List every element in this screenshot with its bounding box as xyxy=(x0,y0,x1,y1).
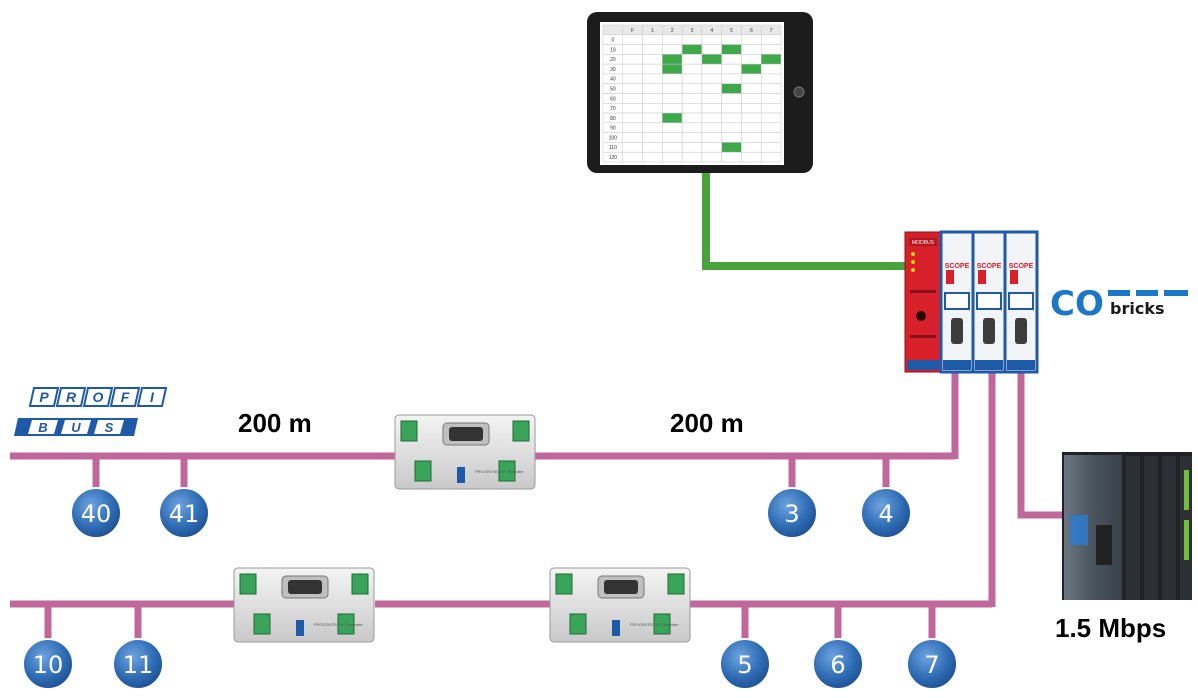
bottom-node: 10 xyxy=(22,638,74,690)
node-circle xyxy=(906,638,958,690)
table-header-cell: 1 xyxy=(651,28,654,34)
combricks-logo-bricks: bricks xyxy=(1110,299,1164,318)
combricks-rack: MODBUS SCOPE SCOPE SCOPE xyxy=(904,230,1039,374)
table-row-label: 30 xyxy=(610,67,616,73)
top-node: 41 xyxy=(158,487,210,539)
repeater-text: PROCENTEC BT Repeater xyxy=(314,622,363,627)
baudrate-label: 1.5 Mbps xyxy=(1055,613,1166,643)
table-row-label: 50 xyxy=(610,87,616,93)
table-row-label: 90 xyxy=(610,126,616,132)
profibus-logo-letter: U xyxy=(71,420,81,435)
table-row-label: 120 xyxy=(609,155,618,161)
profibus-logo-letter: R xyxy=(66,389,77,405)
ethernet-cable xyxy=(702,170,910,270)
combricks-logo: CO bricks xyxy=(1050,284,1188,324)
node-address: 40 xyxy=(81,500,112,528)
profibus-logo-letter: S xyxy=(105,420,114,435)
repeater-text: PROCENTEC BT Repeater xyxy=(475,469,524,474)
bottom-node: 6 xyxy=(812,638,864,690)
table-header-cell: 4 xyxy=(710,28,713,34)
repeater-text: PROCENTEC BT Repeater xyxy=(630,622,679,627)
table-row-label: 110 xyxy=(609,145,617,151)
node-circle xyxy=(766,487,818,539)
node-address: 11 xyxy=(123,651,154,679)
table-row-label: 10 xyxy=(610,47,616,53)
profibus-logo-letter: P xyxy=(39,389,49,405)
node-address: 6 xyxy=(830,651,845,679)
head-module: MODBUS xyxy=(904,231,942,373)
table-row-label: 80 xyxy=(610,116,616,122)
node-address: 10 xyxy=(33,651,64,679)
head-module-label: MODBUS xyxy=(912,240,935,246)
node-circle xyxy=(158,487,210,539)
table-header-cell: F xyxy=(631,28,634,34)
table-row-label: 40 xyxy=(610,77,616,83)
top-node: 4 xyxy=(860,487,912,539)
bottom-node: 5 xyxy=(719,638,771,690)
table-header-cell: 2 xyxy=(671,28,674,34)
node-address: 3 xyxy=(784,500,799,528)
profibus-logo-letter: B xyxy=(38,420,47,435)
plc xyxy=(1062,452,1192,600)
node-address: 41 xyxy=(169,500,200,528)
table-row-label: 0 xyxy=(611,38,614,44)
table-row-label: 20 xyxy=(610,57,616,63)
table-header-cell: 7 xyxy=(770,28,773,34)
repeater-bottom-left: PROCENTEC BT Repeater xyxy=(233,567,375,643)
distance-label-left: 200 m xyxy=(238,408,312,438)
node-circle xyxy=(719,638,771,690)
table-header-cell: 6 xyxy=(750,28,753,34)
table-header-cell: 3 xyxy=(691,28,694,34)
table-row-label: 70 xyxy=(610,106,616,112)
profibus-logo-letter: O xyxy=(93,389,104,405)
node-circle xyxy=(812,638,864,690)
node-address: 7 xyxy=(924,651,939,679)
scope-label: SCOPE xyxy=(977,263,1002,270)
scope-module-2: SCOPE xyxy=(971,230,1007,374)
top-node: 3 xyxy=(766,487,818,539)
node-circle xyxy=(860,487,912,539)
nodes-bottom: 10 11 5 6 7 xyxy=(22,638,958,690)
node-circle xyxy=(22,638,74,690)
profibus-logo-letter: F xyxy=(121,389,130,405)
distance-label-right: 200 m xyxy=(670,408,744,438)
scope-label: SCOPE xyxy=(1009,263,1034,270)
table-header-cell: 5 xyxy=(730,28,733,34)
profibus-segment-top xyxy=(10,370,959,490)
top-node: 40 xyxy=(70,487,122,539)
nodes-top: 40 41 3 4 xyxy=(70,487,912,539)
profibus-logo-letter: I xyxy=(150,389,155,405)
table-row-label: 100 xyxy=(609,135,618,141)
repeater-top: PROCENTEC BT Repeater xyxy=(394,414,536,490)
repeater-bottom-right: PROCENTEC BT Repeater xyxy=(549,567,691,643)
node-circle xyxy=(112,638,164,690)
scope-module-3: SCOPE xyxy=(1003,230,1039,374)
node-address: 4 xyxy=(878,500,893,528)
scope-module-1: SCOPE xyxy=(939,230,975,374)
bottom-node: 7 xyxy=(906,638,958,690)
scope-label: SCOPE xyxy=(945,263,970,270)
node-address: 5 xyxy=(737,651,752,679)
table-row-label: 60 xyxy=(610,96,616,102)
node-circle xyxy=(70,487,122,539)
bottom-node: 11 xyxy=(112,638,164,690)
plc-cable xyxy=(1017,370,1062,519)
combricks-logo-co: CO xyxy=(1050,284,1104,324)
tablet-home-button xyxy=(793,86,805,98)
profibus-segment-bottom xyxy=(10,370,996,640)
